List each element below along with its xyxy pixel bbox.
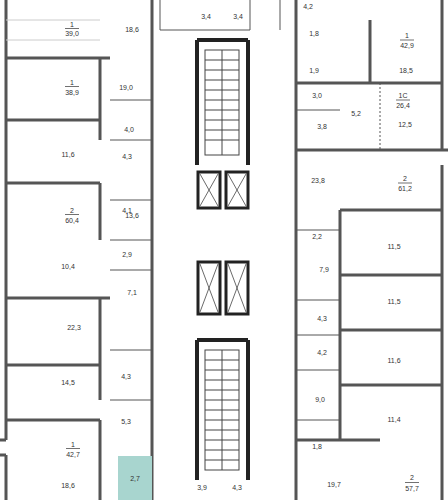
- area-label: 39,0: [65, 30, 79, 37]
- area-label: 60,4: [65, 217, 79, 224]
- area-label: 19,0: [119, 84, 133, 91]
- area-label: 1С: [399, 92, 408, 99]
- area-label: 4,1: [122, 207, 132, 214]
- area-label: 61,2: [398, 185, 412, 192]
- area-label: 22,3: [67, 324, 81, 331]
- area-label: 4,2: [317, 349, 327, 356]
- area-label: 2: [70, 207, 74, 214]
- area-label: 9,0: [315, 396, 325, 403]
- area-label: 2,9: [122, 251, 132, 258]
- area-label: 4,3: [122, 153, 132, 160]
- area-label: 2,7: [130, 475, 140, 482]
- area-label: 12,5: [398, 121, 412, 128]
- area-label: 3,4: [201, 13, 211, 20]
- area-label: 11,4: [387, 416, 400, 423]
- area-label: 2: [403, 175, 407, 182]
- area-label: 4,2: [303, 3, 313, 10]
- area-label: 38,9: [65, 89, 79, 96]
- area-label: 1: [70, 21, 74, 28]
- area-label: 42,9: [400, 42, 414, 49]
- storage-room: 2,7: [118, 456, 152, 500]
- area-label: 4,3: [232, 484, 242, 491]
- area-label: 10,4: [61, 263, 75, 270]
- area-label: 5,2: [351, 110, 361, 117]
- area-label: 19,7: [327, 481, 341, 488]
- area-label: 1: [71, 441, 75, 448]
- area-label: 4,3: [317, 315, 327, 322]
- area-label: 18,6: [125, 26, 139, 33]
- area-label: 23,8: [311, 177, 325, 184]
- area-label: 1,9: [309, 67, 319, 74]
- area-label: 18,6: [61, 482, 75, 489]
- area-label: 11,6: [387, 357, 400, 364]
- area-label: 3,8: [317, 123, 327, 130]
- area-label: 11,5: [387, 243, 400, 250]
- area-label: 1,8: [312, 443, 322, 450]
- area-label: 4,3: [121, 373, 131, 380]
- area-label: 11,6: [61, 151, 74, 158]
- area-label: 57,7: [405, 485, 419, 492]
- area-label: 2: [410, 474, 414, 481]
- area-label: 4,0: [124, 126, 134, 133]
- area-label: 1: [405, 32, 409, 39]
- area-label: 7,9: [319, 266, 329, 273]
- area-label: 26,4: [396, 102, 410, 109]
- area-label: 1,8: [309, 30, 319, 37]
- area-label: 11,5: [387, 298, 400, 305]
- area-label: 3,0: [312, 92, 322, 99]
- area-label: 3,9: [197, 484, 207, 491]
- area-label: 42,7: [66, 451, 80, 458]
- area-label: 5,3: [121, 418, 131, 425]
- area-label: 2,2: [312, 233, 322, 240]
- area-label: 7,1: [127, 289, 137, 296]
- area-label: 1: [70, 79, 74, 86]
- area-label: 18,5: [399, 67, 413, 74]
- area-label: 3,4: [233, 13, 243, 20]
- area-label: 14,5: [61, 379, 75, 386]
